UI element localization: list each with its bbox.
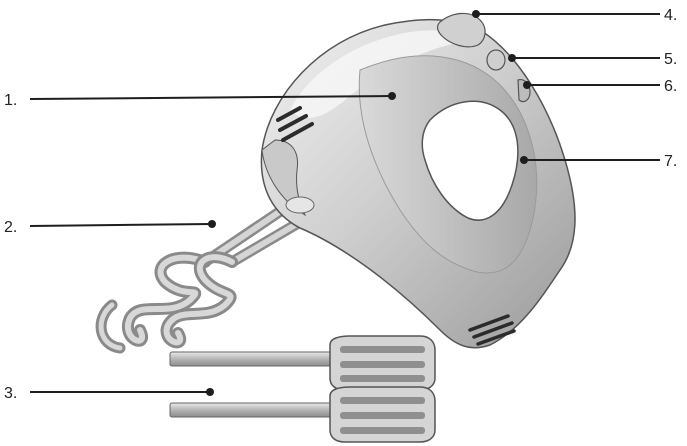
- callout-5: 5.: [508, 51, 677, 68]
- callout-3: 3.: [4, 385, 214, 402]
- speed-switch-shape: [487, 50, 505, 70]
- dough-hooks: [101, 198, 312, 348]
- label-1: 1.: [4, 92, 17, 109]
- label-3: 3.: [4, 385, 17, 402]
- label-2: 2.: [4, 219, 17, 236]
- label-4: 4.: [664, 7, 677, 24]
- label-7: 7.: [664, 153, 677, 170]
- label-5: 5.: [664, 51, 677, 68]
- callout-6: 6.: [523, 78, 677, 95]
- callout-4: 4.: [472, 7, 677, 24]
- mixer-body: [261, 13, 575, 347]
- callout-2: 2.: [4, 219, 216, 236]
- label-6: 6.: [664, 78, 677, 95]
